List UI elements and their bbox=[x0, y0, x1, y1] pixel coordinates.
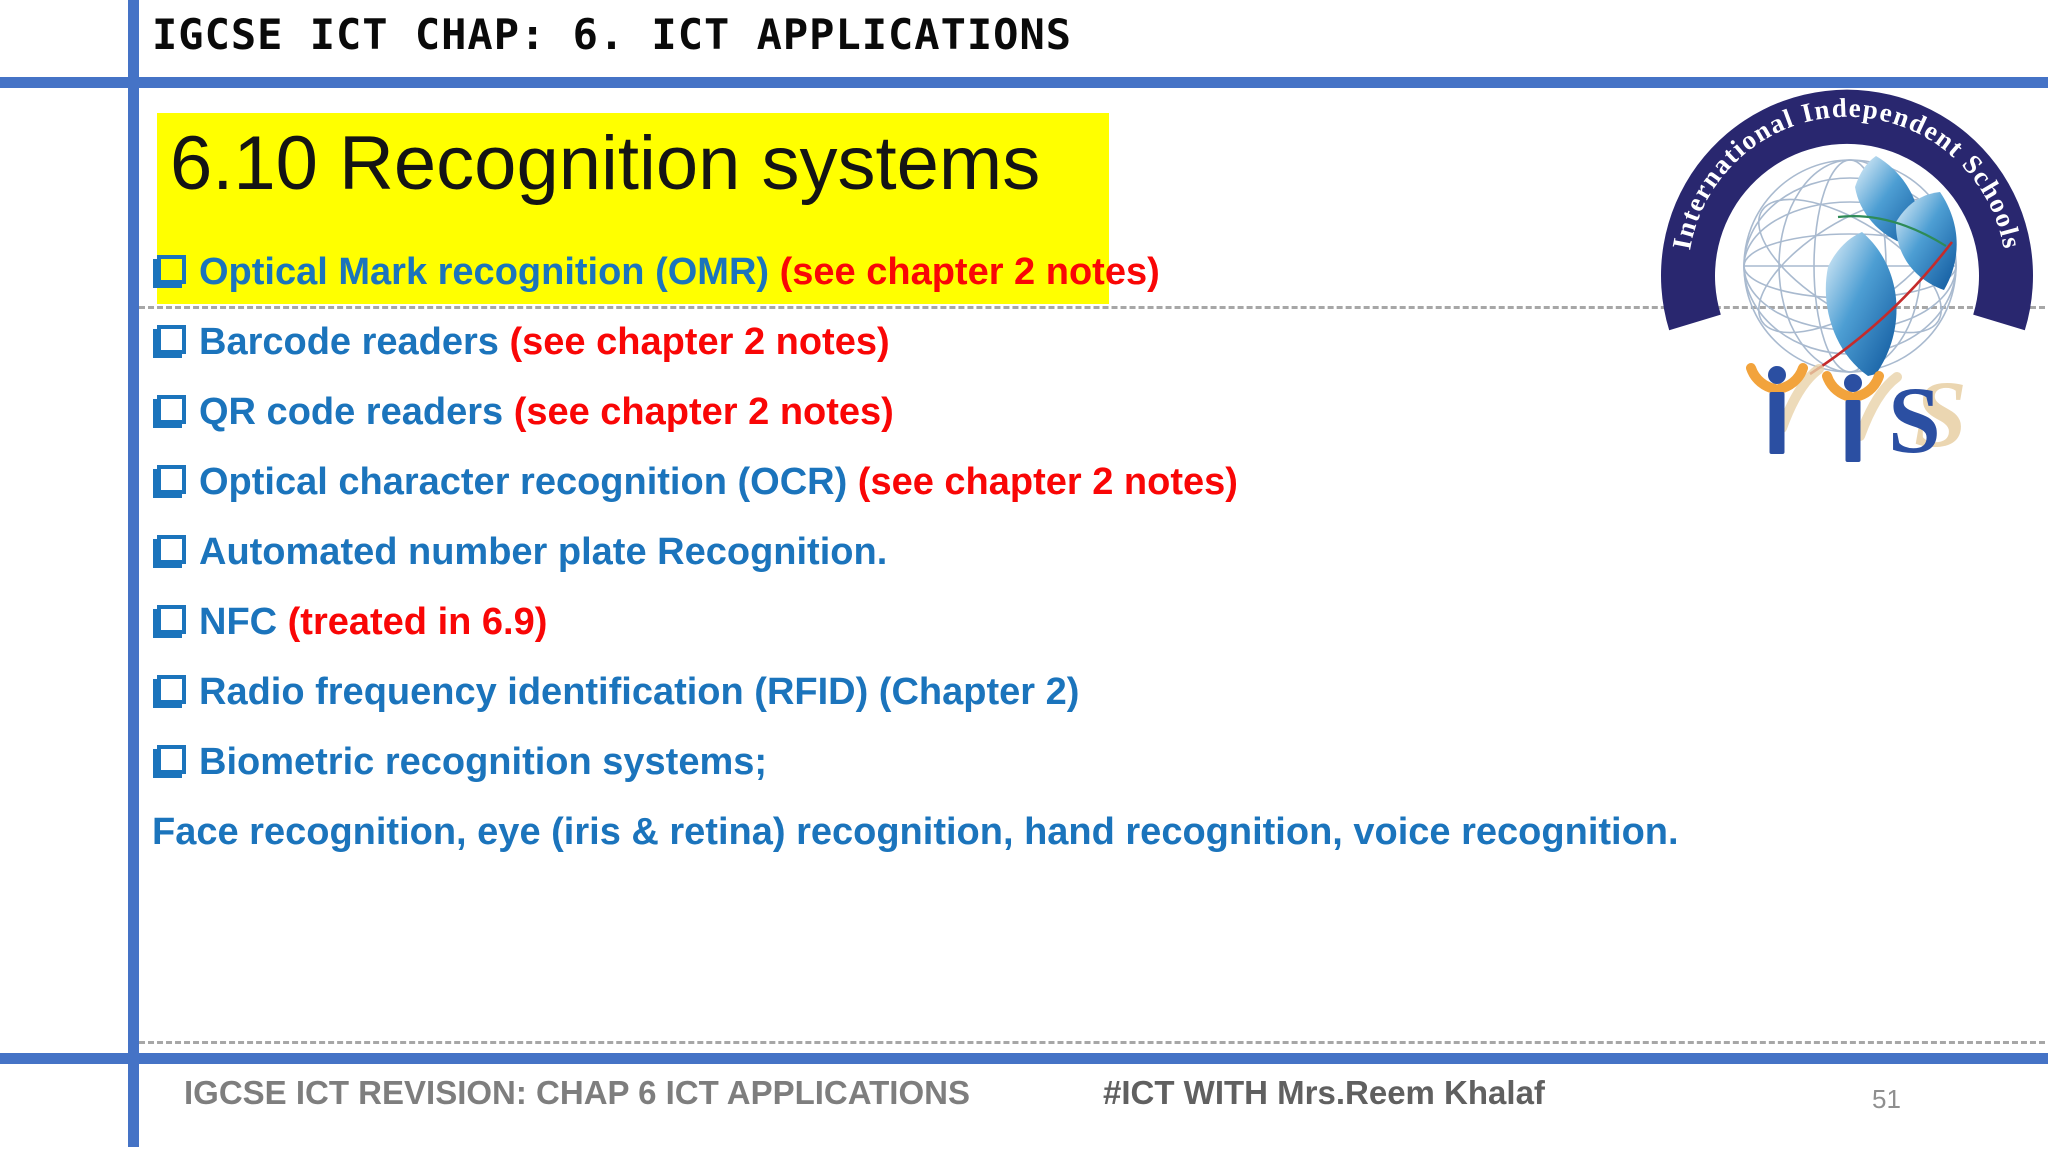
bullet-text-segment: QR code readers bbox=[199, 391, 514, 433]
logo-monogram: S S bbox=[1746, 361, 1967, 466]
checkbox-bullet-icon bbox=[157, 395, 186, 425]
checkbox-bullet-icon bbox=[157, 535, 186, 565]
bullet-text-segment: (see chapter 2 notes) bbox=[779, 251, 1160, 293]
slide-title: 6.10 Recognition systems bbox=[170, 121, 1041, 206]
bullet-text-segment: Optical Mark recognition (OMR) bbox=[199, 251, 780, 293]
footer-course-label: IGCSE ICT REVISION: CHAP 6 ICT APPLICATI… bbox=[184, 1074, 970, 1111]
bullet-text-segment: Biometric recognition systems; bbox=[199, 741, 768, 783]
person-figure-icon bbox=[1746, 363, 1808, 454]
person-figure-icon bbox=[1822, 371, 1884, 462]
checkbox-bullet-icon bbox=[157, 605, 186, 635]
list-item: Biometric recognition systems; bbox=[157, 739, 767, 785]
footer-divider-rule bbox=[0, 1053, 2048, 1064]
checkbox-bullet-icon bbox=[157, 255, 186, 285]
page-number: 51 bbox=[1872, 1084, 1901, 1114]
bullet-text-segment: (see chapter 2 notes) bbox=[509, 321, 890, 363]
checkbox-bullet-icon bbox=[157, 325, 186, 355]
bullet-text-segment: Optical character recognition (OCR) bbox=[199, 461, 858, 503]
list-item: Optical Mark recognition (OMR) (see chap… bbox=[157, 249, 1160, 295]
footer-author-label: #ICT WITH Mrs.Reem Khalaf bbox=[1103, 1074, 1545, 1111]
bullet-text-segment: Automated number plate Recognition. bbox=[199, 531, 888, 573]
list-item: QR code readers (see chapter 2 notes) bbox=[157, 389, 894, 435]
bullet-text-segment: Radio frequency identification (RFID) (C… bbox=[199, 671, 1080, 713]
bullet-text-segment: Barcode readers bbox=[199, 321, 510, 363]
list-item: Radio frequency identification (RFID) (C… bbox=[157, 669, 1079, 715]
checkbox-bullet-icon bbox=[157, 675, 186, 705]
closing-line: Face recognition, eye (iris & retina) re… bbox=[152, 811, 1679, 853]
logo-letter-s-shadow: S bbox=[1914, 361, 1967, 466]
bullet-text-segment: (see chapter 2 notes) bbox=[513, 391, 894, 433]
bullet-text-segment: (see chapter 2 notes) bbox=[857, 461, 1238, 503]
title-highlight-block bbox=[157, 113, 1109, 304]
slide-header-title: IGCSE ICT CHAP: 6. ICT APPLICATIONS bbox=[152, 10, 1073, 59]
leaf-icon bbox=[1809, 156, 1957, 376]
list-item: Optical character recognition (OCR) (see… bbox=[157, 459, 1238, 505]
left-vertical-rule bbox=[128, 0, 139, 1147]
content-box-top-dashed-border bbox=[139, 306, 2045, 309]
list-item: Barcode readers (see chapter 2 notes) bbox=[157, 319, 890, 365]
checkbox-bullet-icon bbox=[157, 745, 186, 775]
school-logo: International Independent Schools S bbox=[1661, 89, 2033, 466]
list-item: NFC (treated in 6.9) bbox=[157, 599, 547, 645]
checkbox-bullet-icon bbox=[157, 465, 186, 495]
bullet-text-segment: NFC bbox=[199, 601, 288, 643]
bullet-text-segment: (treated in 6.9) bbox=[287, 601, 548, 643]
list-item: Automated number plate Recognition. bbox=[157, 529, 887, 575]
header-divider-rule bbox=[0, 77, 2048, 88]
content-box-bottom-dashed-border bbox=[139, 1041, 2045, 1044]
logo-letter-s: S bbox=[1888, 367, 1941, 466]
